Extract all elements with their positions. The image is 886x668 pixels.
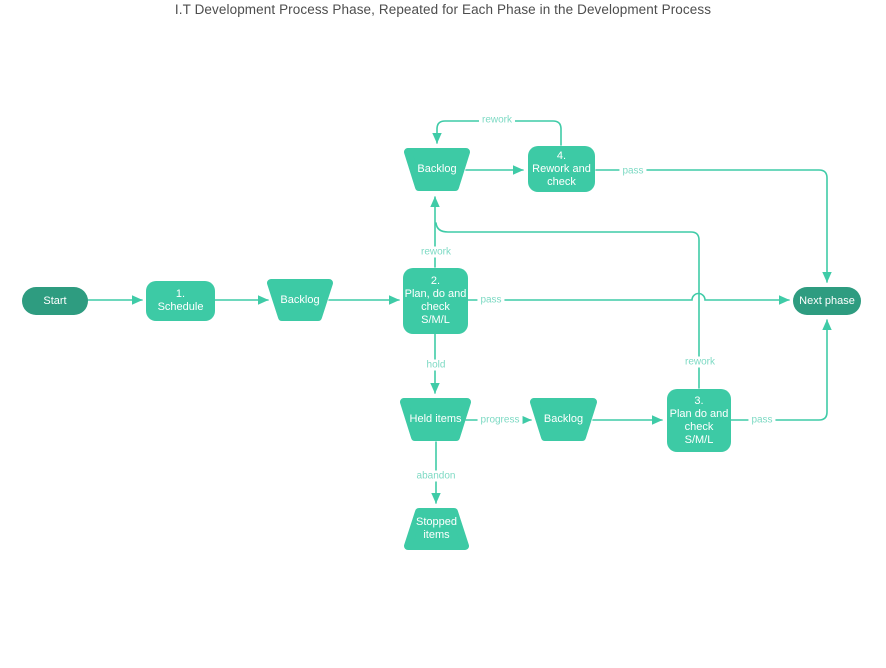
node-plan3-label: 3. Plan do and check S/M/L	[669, 394, 729, 446]
node-backlog-main: Backlog	[267, 279, 333, 321]
node-backlog-held-label: Backlog	[543, 413, 584, 425]
node-backlog-held: Backlog	[530, 398, 597, 441]
node-stopped-items: Stopped items	[404, 508, 469, 550]
trapezoid-shape	[404, 148, 470, 191]
node-plan3: 3. Plan do and check S/M/L	[667, 389, 731, 452]
edge-label-rework-plan3: rework	[681, 356, 719, 368]
node-backlog-main-label: Backlog	[280, 293, 320, 306]
node-start: Start	[22, 287, 88, 315]
node-plan2: 2. Plan, do and check S/M/L	[403, 268, 468, 334]
edge-label-pass-plan2: pass	[477, 294, 505, 306]
edge-label-pass-plan3: pass	[748, 414, 776, 426]
node-rework4-label: 4. Rework and check	[532, 149, 591, 188]
edge-plan2-pass-nextphase	[467, 292, 790, 305]
node-schedule-label: 1. Schedule	[157, 288, 204, 313]
diagram-title: I.T Development Process Phase, Repeated …	[174, 2, 712, 17]
trapezoid-shape	[400, 398, 471, 441]
node-next-phase: Next phase	[793, 287, 861, 315]
edge-label-hold: hold	[423, 359, 449, 371]
edge-label-pass-rework4: pass	[619, 165, 647, 177]
edge-label-progress: progress	[477, 414, 523, 426]
node-backlog-top: Backlog	[404, 148, 470, 191]
trapezoid-inverted-shape	[404, 508, 469, 550]
edge-label-abandon: abandon	[413, 470, 459, 482]
node-stopped-items-label: Stopped items	[416, 516, 457, 541]
node-plan2-label: 2. Plan, do and check S/M/L	[404, 275, 467, 326]
node-next-phase-label: Next phase	[799, 294, 855, 307]
edge-label-rework-plan2: rework	[417, 246, 455, 258]
node-rework4: 4. Rework and check	[528, 146, 595, 192]
node-held-items-label: Held items	[409, 413, 462, 425]
edge-rework4-pass-nextphase	[595, 169, 832, 283]
node-held-items: Held items	[400, 398, 471, 441]
trapezoid-shape	[530, 398, 597, 441]
edge-plan3-pass-nextphase	[730, 319, 832, 421]
edge-plan3-rework-merge	[435, 222, 700, 389]
node-backlog-top-label: Backlog	[417, 163, 457, 175]
node-schedule: 1. Schedule	[146, 281, 215, 321]
trapezoid-shape	[267, 279, 333, 321]
node-start-label: Start	[43, 294, 67, 307]
edge-label-rework-top: rework	[478, 114, 516, 126]
